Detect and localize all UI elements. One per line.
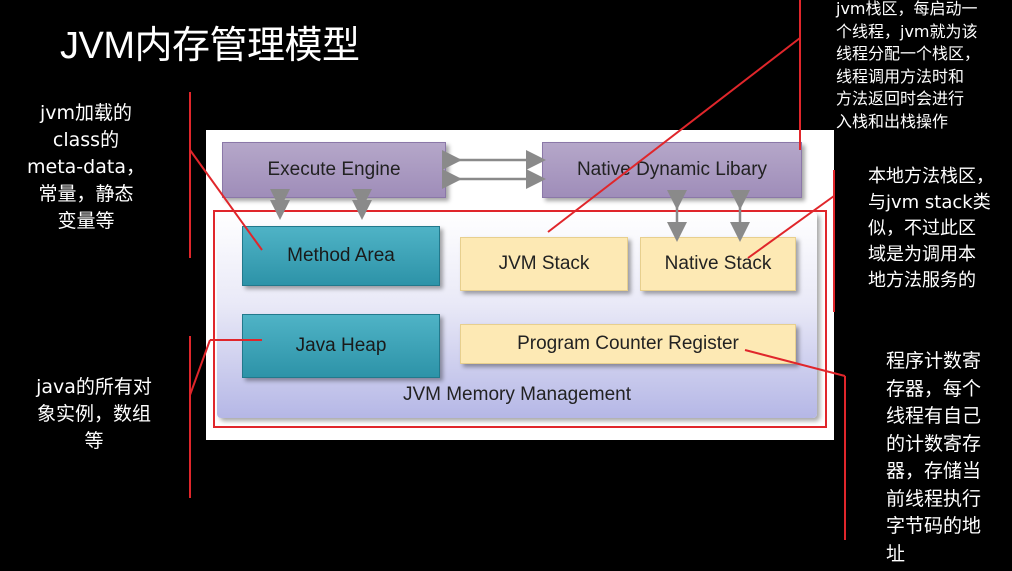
page-title: JVM内存管理模型 [60,25,360,67]
note-java-heap: java的所有对 象实例，数组 等 [14,374,174,455]
note-line: 等 [84,430,104,452]
note-line: 与jvm stack类 [868,192,991,213]
note-line: meta-data， [27,156,145,178]
jvm-stack-box: JVM Stack [460,237,628,291]
note-line: 线程有自己 [886,405,982,427]
note-line: class的 [52,129,120,151]
note-line: 器，存储当 [886,460,982,482]
note-line: 象实例，数组 [36,403,151,425]
memory-management-highlight [213,210,827,428]
native-dynamic-library-box: Native Dynamic Libary [542,142,802,198]
note-line: 址 [886,542,906,565]
note-line: 线程分配一个栈区， [836,44,981,63]
note-line: 的计数寄存 [886,432,982,455]
note-line: 变量等 [57,210,115,232]
note-native-stack: 本地方法栈区， 与jvm stack类 似，不过此区 域是为调用本 地方法服务的 [868,164,1012,294]
note-line: 本地方法栈区， [868,166,994,187]
note-line: 入栈和出栈操作 [836,111,949,131]
method-area-box: Method Area [242,226,440,286]
note-method-area: jvm加载的 class的 meta-data， 常量，静态 变量等 [6,100,166,235]
note-line: 前线程执行 [886,487,982,510]
note-line: 地方法服务的 [868,270,976,291]
execute-engine-box: Execute Engine [222,142,446,198]
note-line: 似，不过此区 [868,218,976,239]
note-line: java的所有对 [36,376,152,398]
java-heap-box: Java Heap [242,314,440,378]
note-line: 常量，静态 [38,183,134,205]
note-line: 线程调用方法时和 [836,66,965,86]
note-program-counter: 程序计数寄 存器，每个 线程有自己 的计数寄存 器，存储当 前线程执行 字节码的… [886,348,1012,568]
program-counter-register-box: Program Counter Register [460,324,796,364]
note-line: 方法返回时会进行 [836,89,965,108]
note-line: jvm加载的 [39,102,133,124]
note-jvm-stack: jvm栈区，每启动一 个线程，jvm就为该 线程分配一个栈区， 线程调用方法时和… [836,0,1012,133]
note-line: jvm栈区，每启动一 [836,0,978,18]
note-line: 字节码的地 [886,515,982,537]
note-line: 域是为调用本 [868,244,976,265]
note-line: 存器，每个 [886,377,982,400]
note-line: 程序计数寄 [886,350,982,372]
note-line: 个线程，jvm就为该 [836,21,978,41]
